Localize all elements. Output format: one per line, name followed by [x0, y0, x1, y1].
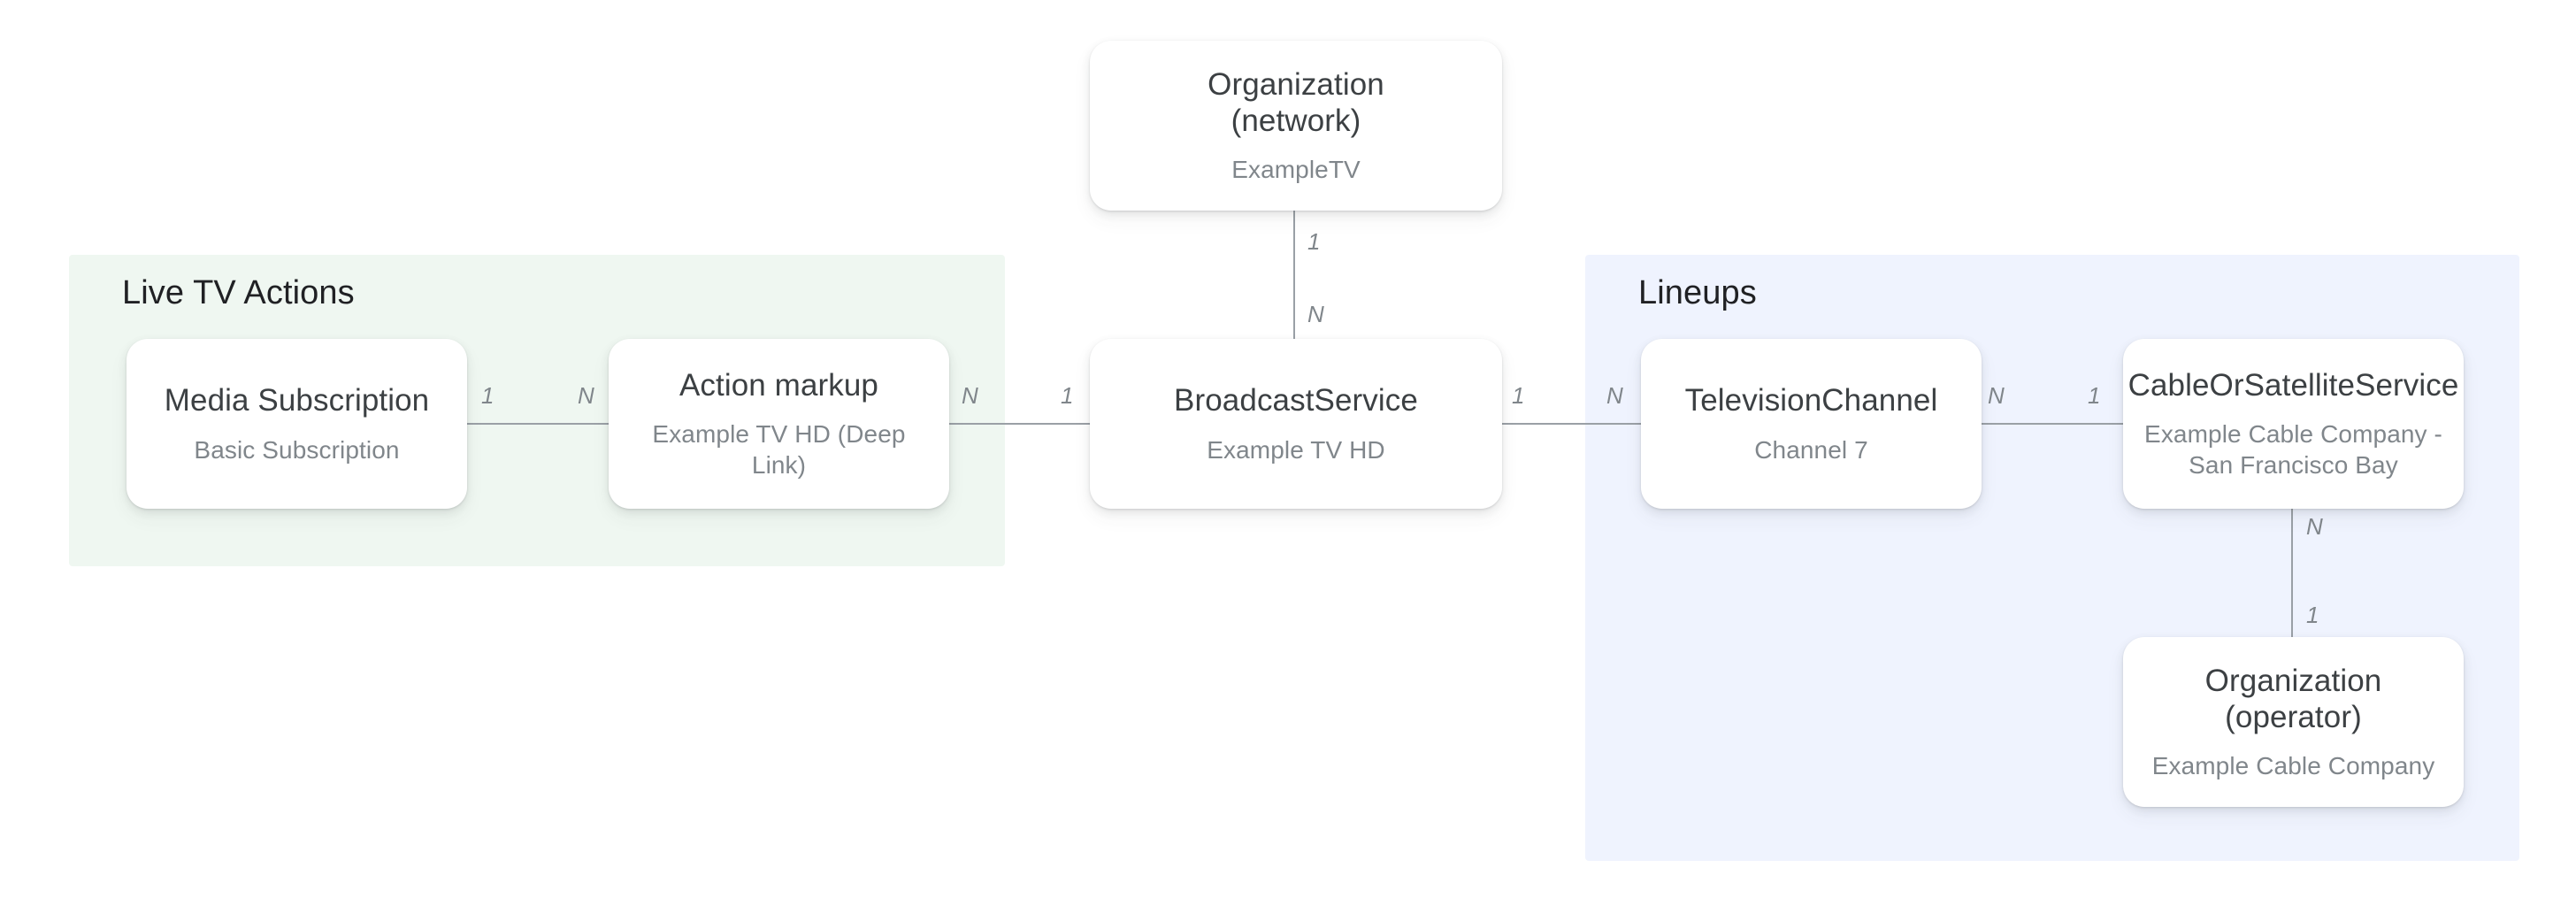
edge-media-subscription-action-markup [460, 423, 637, 425]
cardinality-label-broadcast-service-1-right: 1 [1512, 382, 1525, 409]
entity-title: Media Subscription [164, 383, 430, 418]
cardinality-label-organization-network-1: 1 [1307, 228, 1321, 255]
cardinality-label-broadcast-service-1-left: 1 [1061, 382, 1074, 409]
entity-subtitle: Example Cable Company - San Francisco Ba… [2144, 420, 2442, 479]
entity-card-organization-operator[interactable]: Organization (operator) Example Cable Co… [2123, 637, 2464, 807]
entity-card-action-markup[interactable]: Action markup Example TV HD (Deep Link) [609, 339, 949, 509]
entity-subtitle: Basic Subscription [194, 435, 400, 464]
cardinality-label-cable-or-satellite-service-n: N [2306, 513, 2323, 540]
entity-card-television-channel[interactable]: TelevisionChannel Channel 7 [1641, 339, 1982, 509]
entity-subtitle: Channel 7 [1754, 435, 1868, 464]
edge-television-channel-cable-or-satellite-service [1964, 423, 2141, 425]
entity-subtitle: ExampleTV [1231, 156, 1361, 184]
edge-organization-network-broadcast-service [1293, 209, 1295, 342]
entity-title: BroadcastService [1174, 383, 1418, 418]
cardinality-label-media-subscription-1: 1 [481, 382, 494, 409]
group-title-lineups: Lineups [1638, 274, 1757, 311]
entity-subtitle: Example Cable Company [2151, 752, 2435, 780]
cardinality-label-action-markup-n-right: N [962, 382, 978, 409]
cardinality-label-television-channel-n-left: N [1606, 382, 1623, 409]
entity-card-organization-network[interactable]: Organization (network) ExampleTV [1090, 41, 1502, 211]
entity-title: TelevisionChannel [1684, 383, 1938, 418]
entity-title: CableOrSatelliteService [2128, 368, 2459, 403]
entity-card-media-subscription[interactable]: Media Subscription Basic Subscription [126, 339, 467, 509]
edge-cable-or-satellite-service-organization-operator [2291, 509, 2293, 641]
cardinality-label-cable-or-satellite-service-1: 1 [2088, 382, 2101, 409]
entity-title: Organization (operator) [2204, 663, 2382, 734]
entity-title: Organization (network) [1208, 66, 1384, 138]
edge-broadcast-service-television-channel [1486, 423, 1663, 425]
edge-action-markup-broadcast-service [939, 423, 1116, 425]
cardinality-label-action-markup-n-left: N [578, 382, 594, 409]
cardinality-label-broadcast-service-n: N [1307, 301, 1324, 327]
group-title-live-tv-actions: Live TV Actions [122, 274, 355, 311]
entity-card-cable-or-satellite-service[interactable]: CableOrSatelliteService Example Cable Co… [2123, 339, 2464, 509]
entity-subtitle: Example TV HD [1207, 435, 1385, 464]
entity-subtitle: Example TV HD (Deep Link) [652, 420, 906, 479]
entity-card-broadcast-service[interactable]: BroadcastService Example TV HD [1090, 339, 1502, 509]
cardinality-label-television-channel-n-right: N [1988, 382, 2005, 409]
entity-title: Action markup [678, 368, 878, 403]
cardinality-label-organization-operator-1: 1 [2306, 602, 2319, 628]
